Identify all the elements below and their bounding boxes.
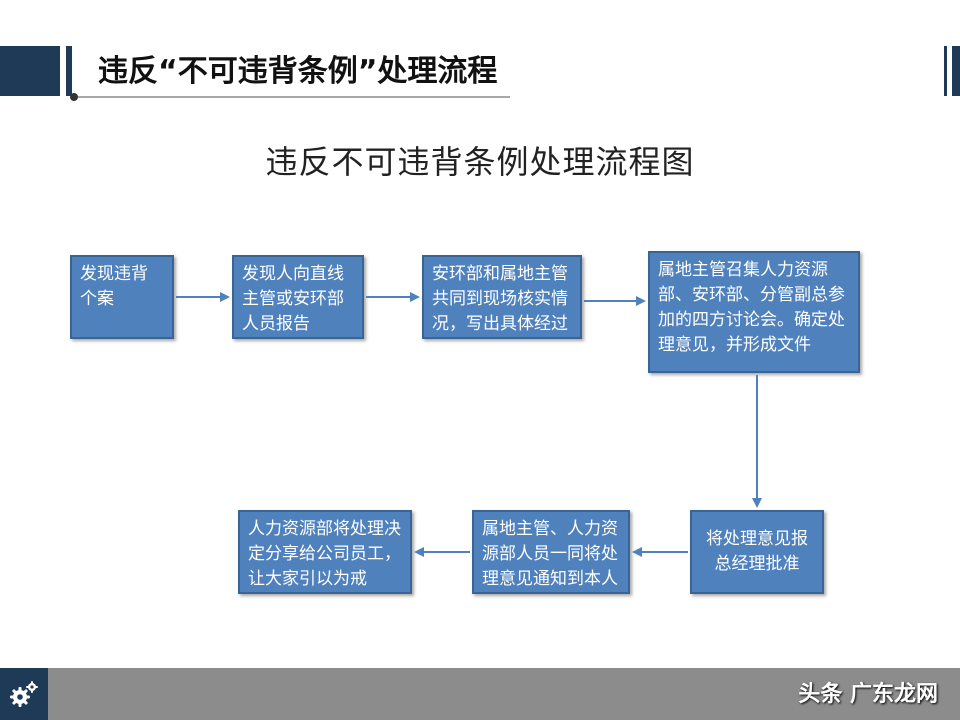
gear-icon [10,681,38,707]
flow-node-report-to-supervisor: 发现人向直线主管或安环部人员报告 [232,255,364,339]
flow-node-discover-case: 发现违背个案 [70,255,174,339]
header-accent-bar-right [944,46,947,96]
footer-bar [0,668,960,720]
header-accent-block-right [952,46,960,96]
diagram-title: 违反不可违背条例处理流程图 [265,143,695,181]
flow-node-onsite-verification: 安环部和属地主管共同到现场核实情况，写出具体经过 [422,255,582,339]
flow-node-notify-person: 属地主管、人力资源部人员一同将处理意见通知到本人 [472,510,630,594]
flow-node-gm-approval: 将处理意见报总经理批准 [690,510,824,594]
watermark-text: 头条 广东龙网 [798,682,938,707]
slide-title: 违反“不可违背条例”处理流程 [98,54,498,89]
title-underline-dot [70,93,78,101]
title-underline [74,96,510,98]
flow-node-share-with-staff: 人力资源部将处理决定分享给公司员工，让大家引以为戒 [238,510,412,594]
footer-gear-box [0,668,48,720]
header-accent-block [0,46,60,96]
header-accent-bar [66,46,72,96]
flow-node-four-party-meeting: 属地主管召集人力资源部、安环部、分管副总参加的四方讨论会。确定处理意见，并形成文… [648,251,860,373]
